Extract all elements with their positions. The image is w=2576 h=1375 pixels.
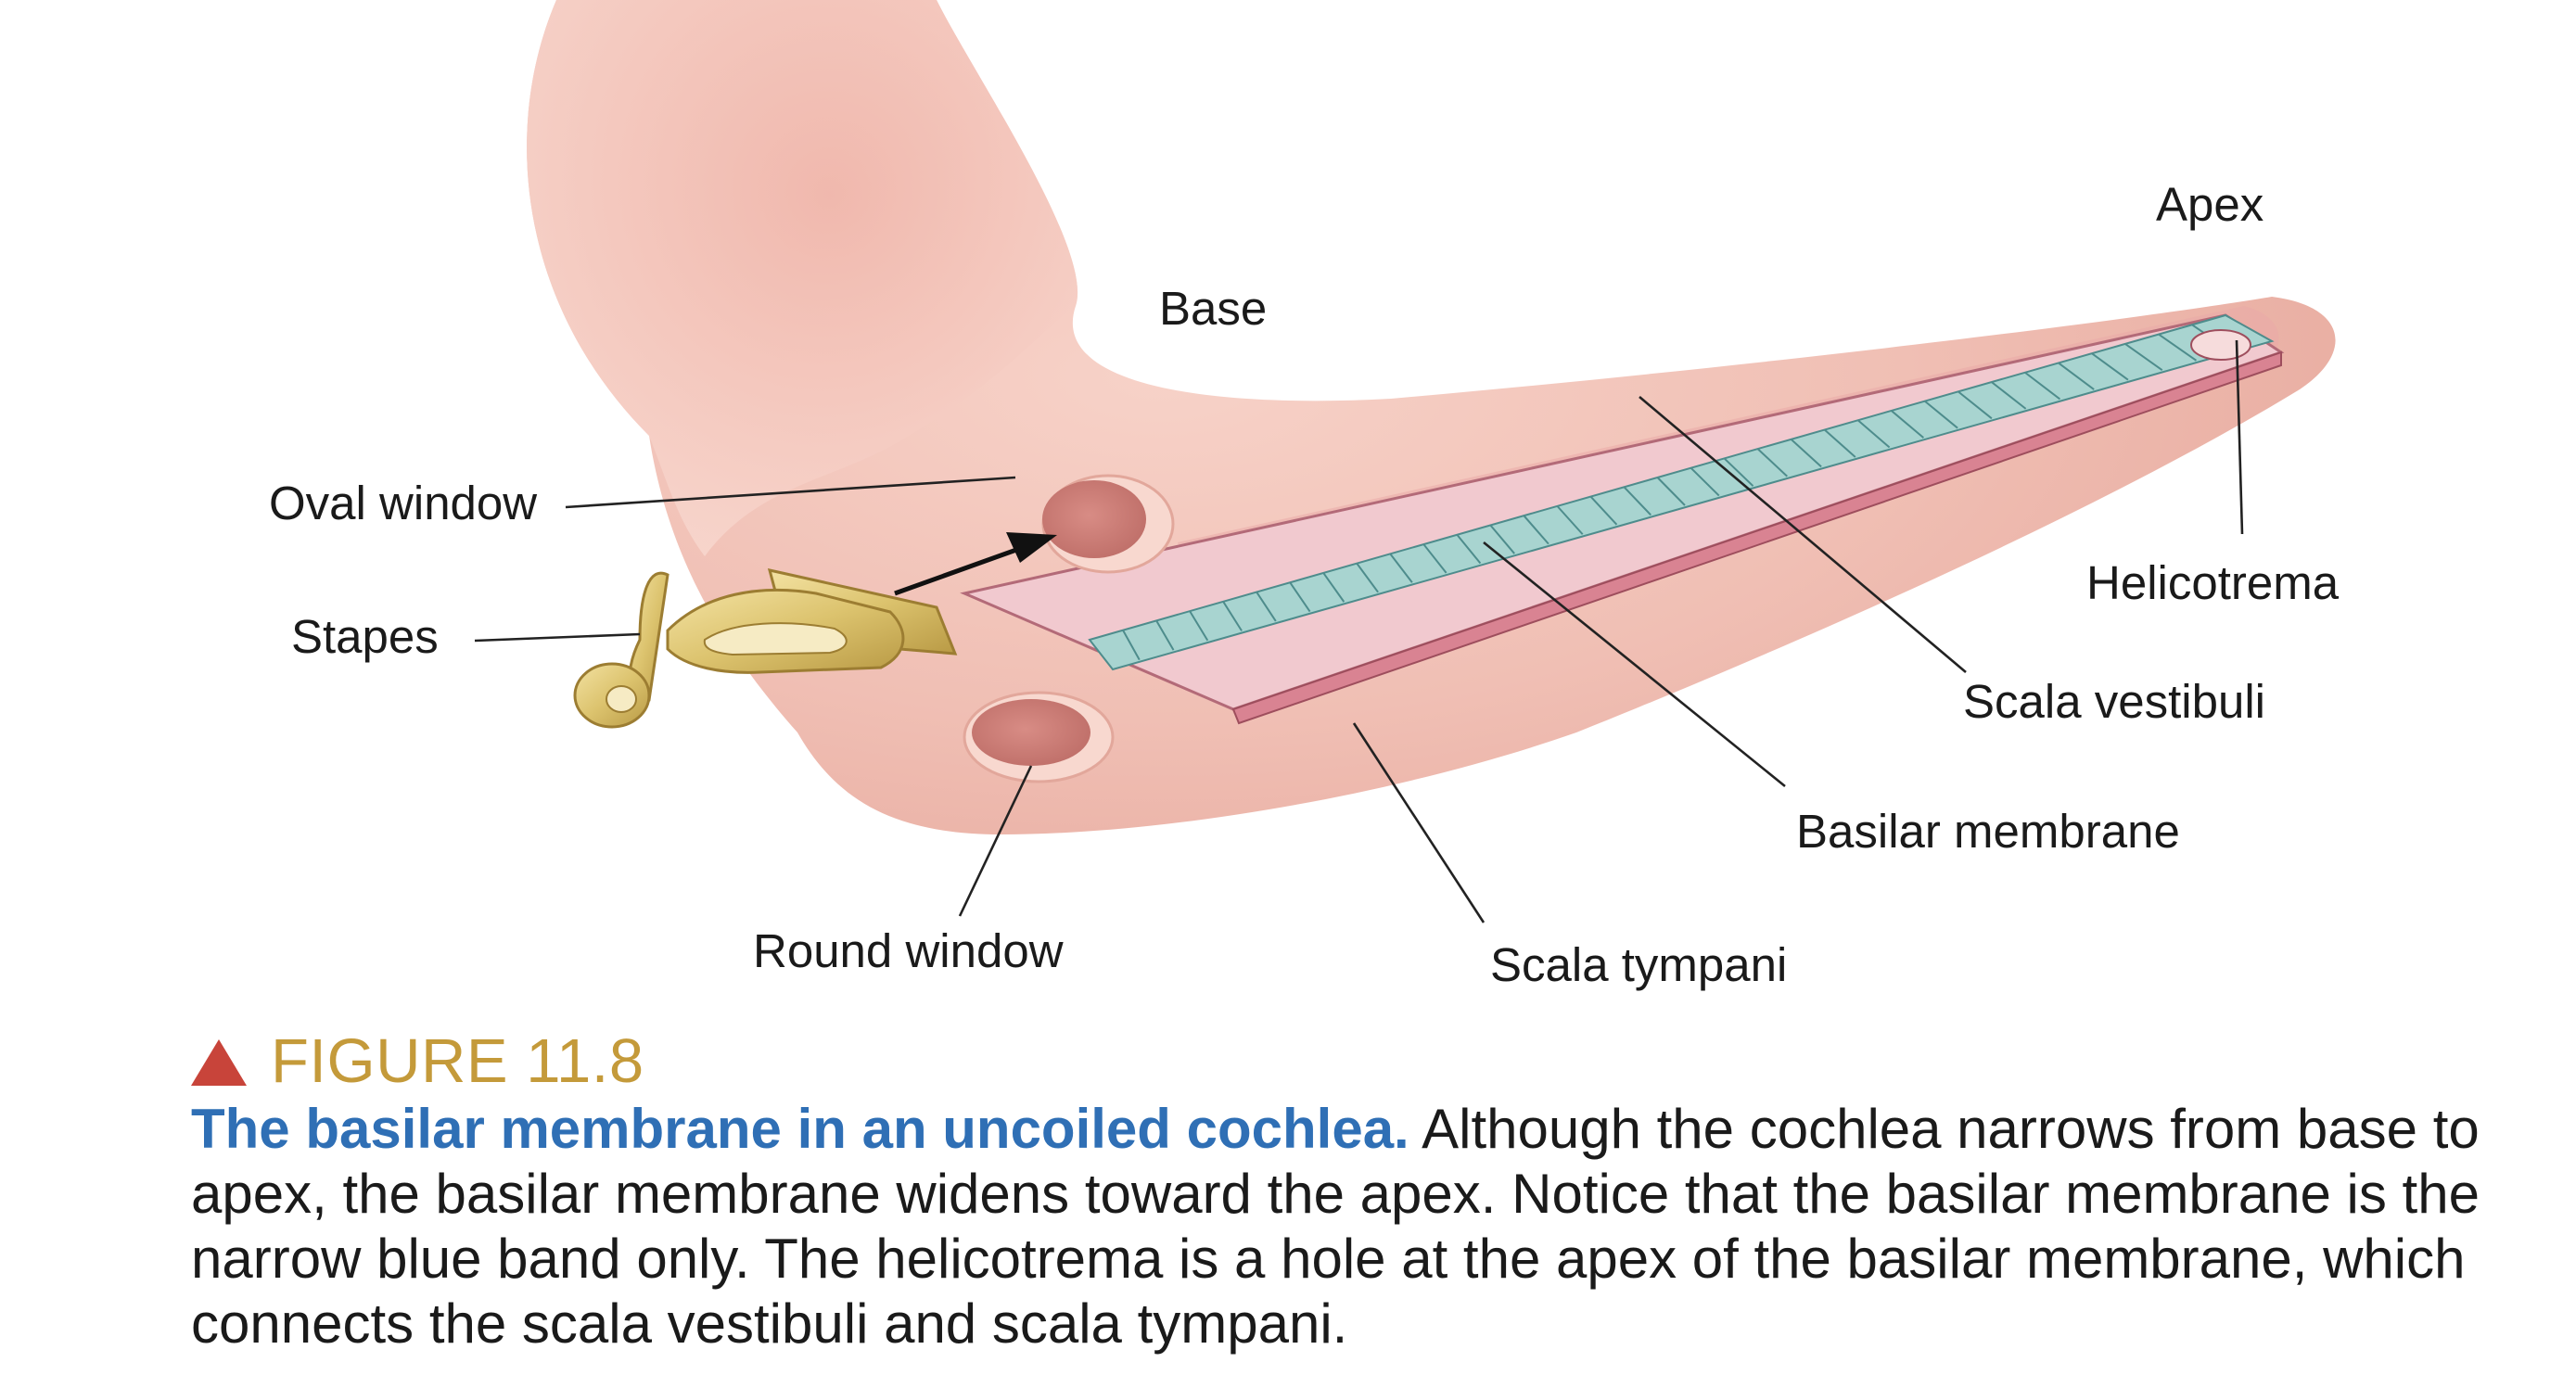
band-tick bbox=[1991, 381, 2027, 410]
label-scala-tympani: Scala tympani bbox=[1490, 938, 1787, 991]
band-tick bbox=[1489, 524, 1515, 554]
band-tick bbox=[1322, 572, 1345, 603]
band-tick bbox=[1556, 505, 1584, 535]
arrow-icon bbox=[894, 532, 1057, 596]
band-tick bbox=[1456, 534, 1482, 565]
label-stapes: Stapes bbox=[291, 610, 439, 663]
leader-lines bbox=[474, 339, 2244, 923]
band-tick bbox=[1790, 439, 1822, 468]
figure-heading: FIGURE 11.8 bbox=[191, 1025, 2509, 1097]
band-tick bbox=[1891, 410, 1924, 439]
caption-body: Although the cochlea narrows from base t… bbox=[191, 1098, 2480, 1355]
label-round-window: Round window bbox=[753, 924, 1064, 977]
band-ticks bbox=[1122, 324, 2231, 661]
blue-band bbox=[1088, 313, 2275, 671]
band-tick bbox=[1256, 591, 1277, 622]
band-tick bbox=[1823, 428, 1856, 458]
label-oval-window: Oval window bbox=[269, 477, 537, 529]
caption-text: The basilar membrane in an uncoiled coch… bbox=[191, 1097, 2509, 1356]
figure-caption: FIGURE 11.8 The basilar membrane in an u… bbox=[191, 1025, 2509, 1356]
band-tick bbox=[2091, 352, 2129, 381]
band-tick bbox=[1958, 390, 1993, 420]
band-tick bbox=[1222, 601, 1243, 631]
band-tick bbox=[1690, 466, 1720, 497]
band-tick bbox=[1523, 515, 1549, 545]
band-tick bbox=[1122, 630, 1141, 661]
label-base: Base bbox=[1159, 282, 1267, 335]
label-helicotrema: Helicotrema bbox=[2086, 556, 2340, 609]
band-tick bbox=[1389, 553, 1413, 583]
stapes-bone bbox=[573, 567, 958, 729]
band-tick bbox=[1924, 400, 1958, 429]
band-tick bbox=[2124, 343, 2163, 372]
band-tick bbox=[1356, 563, 1379, 593]
band-tick bbox=[1756, 448, 1788, 477]
band-tick bbox=[1857, 419, 1891, 449]
band-tick bbox=[1422, 543, 1447, 574]
label-apex: Apex bbox=[2156, 178, 2264, 231]
band-tick bbox=[1723, 457, 1754, 487]
basilar-membrane-strip bbox=[960, 313, 2285, 725]
band-tick bbox=[1589, 495, 1618, 526]
triangle-icon bbox=[191, 1039, 247, 1086]
band-tick bbox=[1623, 486, 1651, 516]
oval-window bbox=[1041, 474, 1175, 574]
caption-title: The basilar membrane in an uncoiled coch… bbox=[191, 1098, 1409, 1160]
band-tick bbox=[1189, 610, 1209, 642]
band-tick bbox=[1289, 581, 1311, 613]
label-scala-vestibuli: Scala vestibuli bbox=[1963, 675, 2265, 728]
round-window bbox=[963, 691, 1115, 783]
helicotrema-hole bbox=[2190, 329, 2251, 361]
band-tick bbox=[2024, 371, 2061, 401]
band-tick bbox=[2158, 333, 2198, 362]
figure-number: FIGURE 11.8 bbox=[271, 1025, 644, 1096]
band-tick bbox=[1155, 619, 1175, 651]
label-basilar-membrane: Basilar membrane bbox=[1796, 805, 2180, 858]
band-tick bbox=[2058, 362, 2095, 390]
band-tick bbox=[1656, 477, 1686, 506]
